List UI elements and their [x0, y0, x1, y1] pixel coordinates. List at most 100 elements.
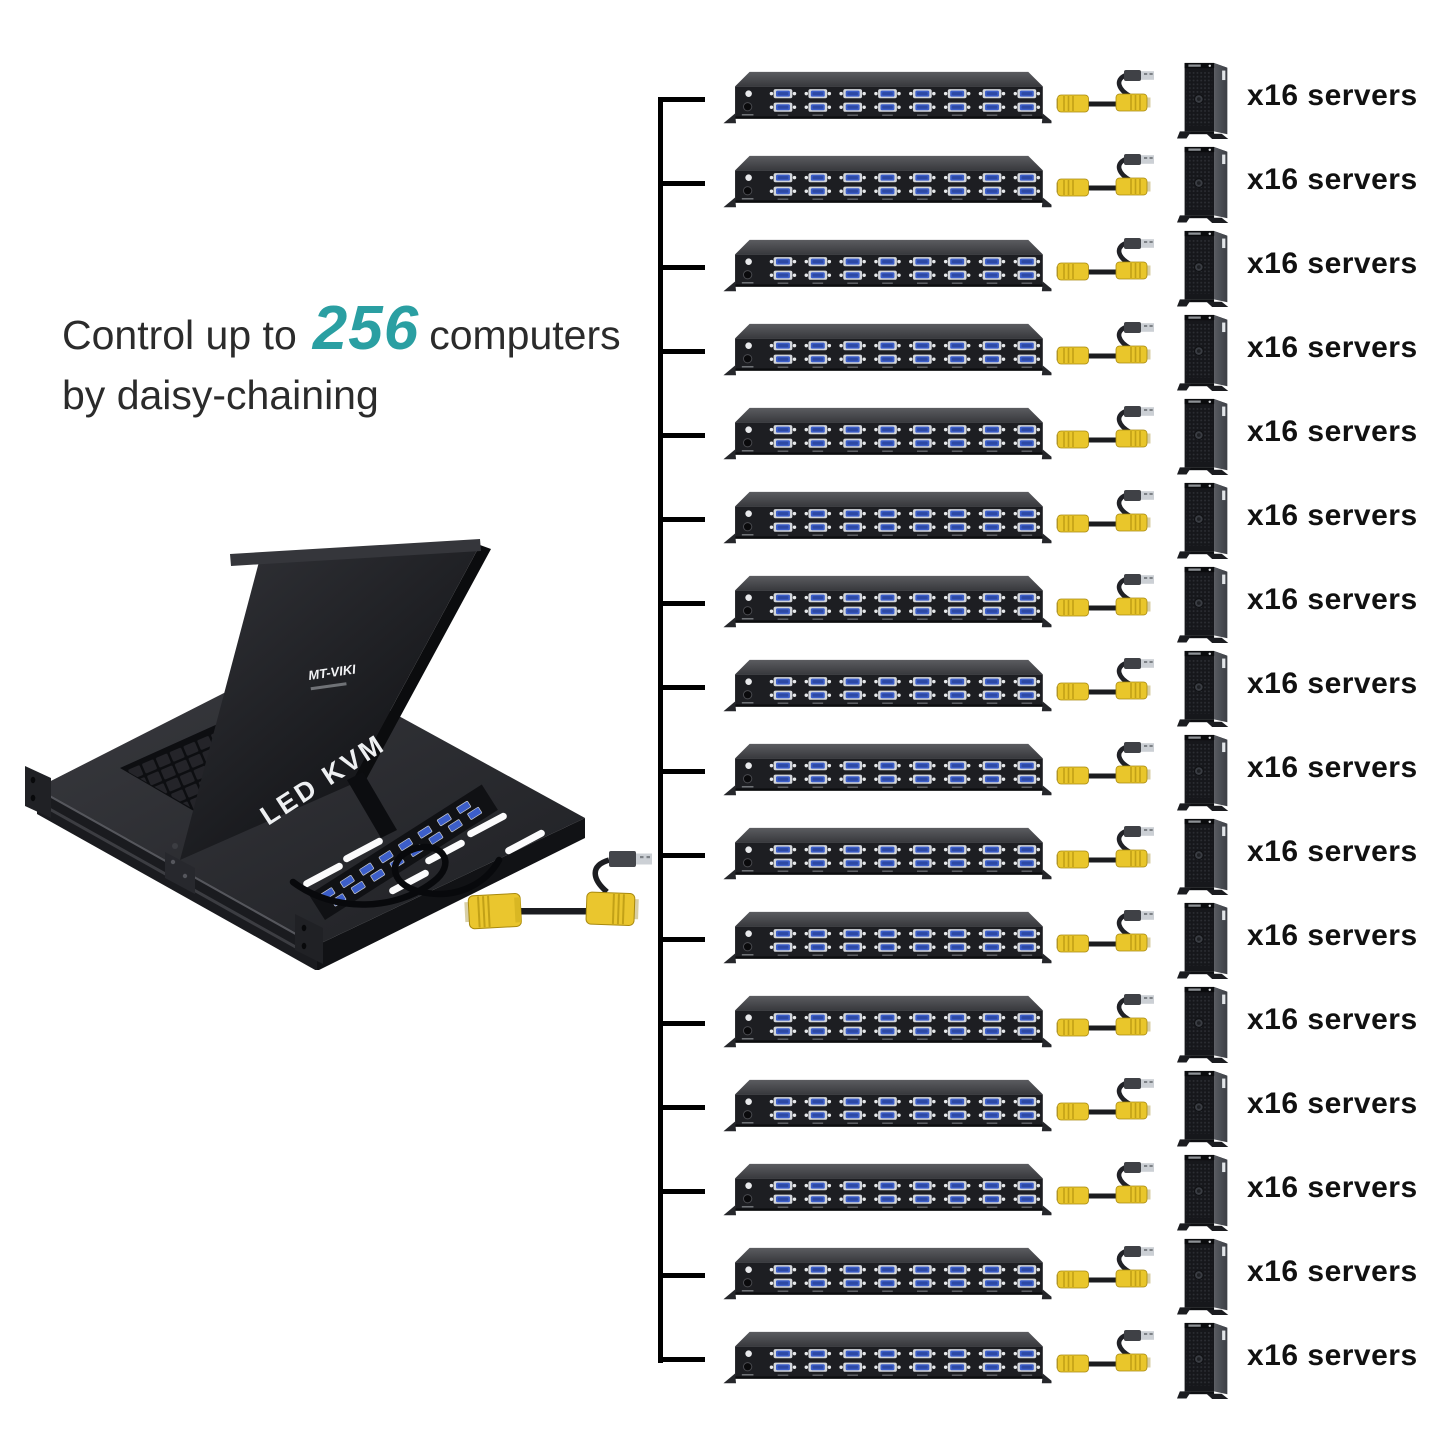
chain-connector-line: [658, 433, 705, 438]
usb-vga-cable-icon: [1056, 403, 1162, 453]
server-count-label: x16 servers: [1247, 163, 1418, 196]
kvm-switch-16-port: [722, 153, 1052, 213]
server-tower-icon: [1177, 396, 1234, 476]
server-count-label: x16 servers: [1247, 919, 1418, 952]
usb-vga-cable-icon: [1056, 487, 1162, 537]
server-tower-icon: [1177, 648, 1234, 728]
usb-vga-cable-icon: [1056, 235, 1162, 285]
kvm-switch-16-port: [722, 1077, 1052, 1137]
brand-subtext: [310, 682, 347, 691]
kvm-switch-16-port: [722, 237, 1052, 297]
server-tower-icon: [1177, 60, 1234, 140]
daisy-chain-row: x16 servers: [0, 730, 1445, 814]
kvm-switch-16-port: [722, 1245, 1052, 1305]
server-count-label: x16 servers: [1247, 1339, 1418, 1372]
kvm-switch-16-port: [722, 405, 1052, 465]
kvm-switch-16-port: [722, 489, 1052, 549]
kvm-console-product-photo: MT-VIKI LED KVM: [25, 539, 652, 970]
usb-plug-tip: [636, 853, 652, 865]
server-count-label: x16 servers: [1247, 247, 1418, 280]
panel-top-lip: [230, 539, 481, 566]
kvm-switch-16-port: [722, 657, 1052, 717]
kvm-switch-16-port: [722, 825, 1052, 885]
daisy-chain-row: x16 servers: [0, 226, 1445, 310]
chain-connector-line: [658, 349, 705, 354]
daisy-chain-row: x16 servers: [0, 394, 1445, 478]
server-tower-icon: [1177, 816, 1234, 896]
chain-connector-line: [658, 1273, 705, 1278]
daisy-chain-row: x16 servers: [0, 1150, 1445, 1234]
usb-vga-cable-icon: [1056, 655, 1162, 705]
daisy-chain-row: x16 servers: [0, 1318, 1445, 1402]
server-count-label: x16 servers: [1247, 835, 1418, 868]
daisy-chain-row: x16 servers: [0, 58, 1445, 142]
chain-connector-line: [658, 1189, 705, 1194]
server-tower-icon: [1177, 1236, 1234, 1316]
kvm-switch-16-port: [722, 321, 1052, 381]
daisy-chain-row: x16 servers: [0, 1066, 1445, 1150]
server-tower-icon: [1177, 144, 1234, 224]
kvm-switch-16-port: [722, 741, 1052, 801]
hinge-bracket: [165, 843, 195, 894]
headline-highlight-256: 256: [312, 294, 420, 363]
kvm-switch-16-port: [722, 993, 1052, 1053]
server-count-label: x16 servers: [1247, 1255, 1418, 1288]
server-count-label: x16 servers: [1247, 1087, 1418, 1120]
server-tower-icon: [1177, 984, 1234, 1064]
rack-ear-right: [295, 914, 323, 964]
brand-logo-text: MT-VIKI: [307, 661, 357, 683]
server-tower-icon: [1177, 1152, 1234, 1232]
panel-strut: [347, 772, 397, 838]
kvm-switch-16-port: [722, 909, 1052, 969]
kvm-switch-16-port: [722, 573, 1052, 633]
chain-connector-line: [658, 181, 705, 186]
daisy-chain-row: x16 servers: [0, 898, 1445, 982]
console-usb-vga-cable: [464, 851, 652, 930]
server-tower-icon: [1177, 1320, 1234, 1400]
chain-connector-line: [658, 601, 705, 606]
daisy-chain-row: x16 servers: [0, 982, 1445, 1066]
usb-vga-cable-icon: [1056, 1243, 1162, 1293]
daisy-chain-row: x16 servers: [0, 478, 1445, 562]
usb-vga-cable-icon: [1056, 823, 1162, 873]
server-count-label: x16 servers: [1247, 1171, 1418, 1204]
server-count-label: x16 servers: [1247, 415, 1418, 448]
daisy-chain-row: x16 servers: [0, 1234, 1445, 1318]
chain-connector-line: [658, 769, 705, 774]
vga-connector-left: [464, 893, 522, 930]
usb-vga-cable-icon: [1056, 1075, 1162, 1125]
usb-vga-cable-icon: [1056, 1159, 1162, 1209]
usb-vga-cable-icon: [1056, 571, 1162, 621]
kvm-switch-16-port: [722, 1161, 1052, 1221]
server-tower-icon: [1177, 564, 1234, 644]
usb-vga-cable-icon: [1056, 907, 1162, 957]
headline-prefix: Control up to: [62, 312, 297, 358]
server-count-label: x16 servers: [1247, 583, 1418, 616]
server-tower-icon: [1177, 312, 1234, 392]
server-count-label: x16 servers: [1247, 667, 1418, 700]
chain-connector-line: [658, 1021, 705, 1026]
server-count-label: x16 servers: [1247, 751, 1418, 784]
headline-line2: by daisy-chaining: [62, 372, 379, 418]
usb-vga-cable-icon: [1056, 991, 1162, 1041]
chain-connector-line: [658, 853, 705, 858]
server-count-label: x16 servers: [1247, 331, 1418, 364]
daisy-chain-row: x16 servers: [0, 310, 1445, 394]
chain-connector-line: [658, 1357, 705, 1362]
rack-drawer: MT-VIKI LED KVM: [25, 539, 585, 970]
kvm-switch-16-port: [722, 69, 1052, 129]
usb-vga-cable-icon: [1056, 67, 1162, 117]
chain-connector-line: [658, 517, 705, 522]
server-tower-icon: [1177, 480, 1234, 560]
kvm-switch-16-port: [722, 1329, 1052, 1389]
server-count-label: x16 servers: [1247, 1003, 1418, 1036]
chain-connector-line: [658, 937, 705, 942]
usb-vga-cable-icon: [1056, 739, 1162, 789]
server-tower-icon: [1177, 732, 1234, 812]
server-count-label: x16 servers: [1247, 79, 1418, 112]
daisy-chain-row: x16 servers: [0, 562, 1445, 646]
usb-vga-cable-icon: [1056, 1327, 1162, 1377]
